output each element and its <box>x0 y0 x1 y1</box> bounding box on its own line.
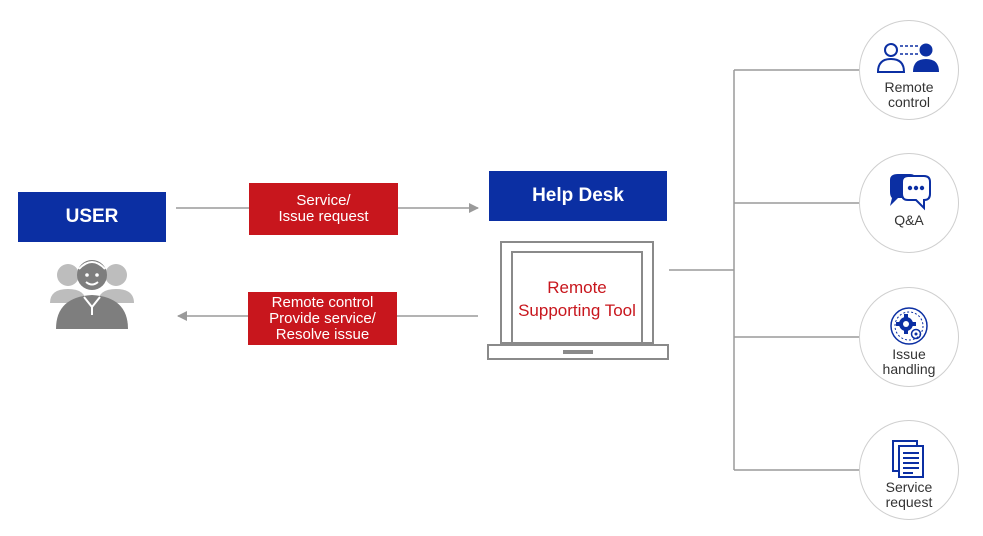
laptop-trackpad <box>563 350 593 354</box>
remote-control-icon <box>874 41 944 77</box>
service-remote-control: Remote control <box>859 20 959 120</box>
user-label: USER <box>65 206 119 227</box>
chat-bubbles-icon <box>884 174 934 211</box>
help-desk-label: Help Desk <box>532 185 624 206</box>
service-label: Issue handling <box>882 346 936 377</box>
request-box: Service/ Issue request <box>249 183 398 235</box>
response-label: Remote control Provide service/ Resolve … <box>269 293 376 343</box>
service-label: Remote control <box>884 79 934 110</box>
service-label: Service request <box>885 479 933 510</box>
tool-label: Remote Supporting Tool <box>518 277 636 320</box>
service-qa: Q&A <box>859 153 959 253</box>
service-request: Service request <box>859 420 959 520</box>
service-label: Q&A <box>894 212 924 228</box>
gear-icon <box>887 307 931 345</box>
request-label: Service/ Issue request <box>278 192 369 225</box>
document-icon <box>889 440 929 478</box>
service-issue-handling: Issue handling <box>859 287 959 387</box>
help-desk-box: Help Desk <box>489 171 667 221</box>
response-box: Remote control Provide service/ Resolve … <box>248 292 397 345</box>
user-box: USER <box>18 192 166 242</box>
laptop-icon <box>500 241 654 344</box>
user-group-icon <box>50 260 134 329</box>
laptop-display: Remote Supporting Tool <box>511 251 643 344</box>
